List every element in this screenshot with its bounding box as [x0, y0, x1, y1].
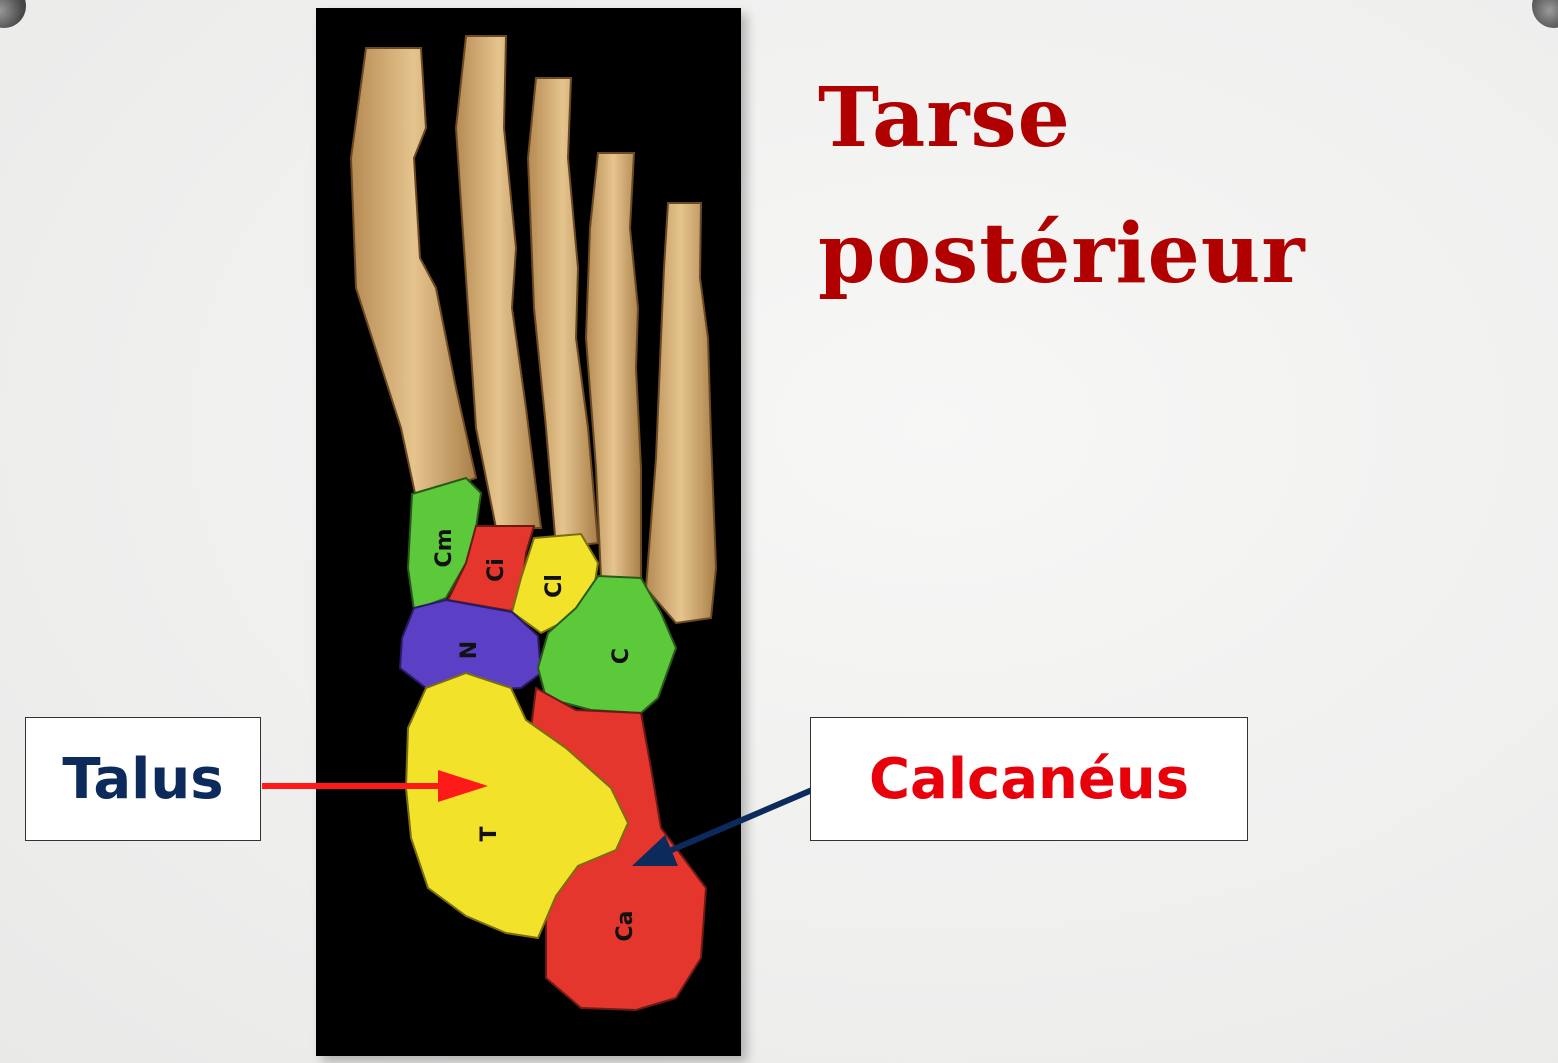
talus-label-box: Talus [25, 717, 261, 841]
talus-arrow [262, 770, 488, 802]
calcaneus-label-box: Calcanéus [810, 717, 1248, 841]
calcaneus-arrow [632, 790, 812, 866]
calcaneus-label: Calcanéus [869, 747, 1189, 812]
talus-label: Talus [62, 747, 223, 812]
